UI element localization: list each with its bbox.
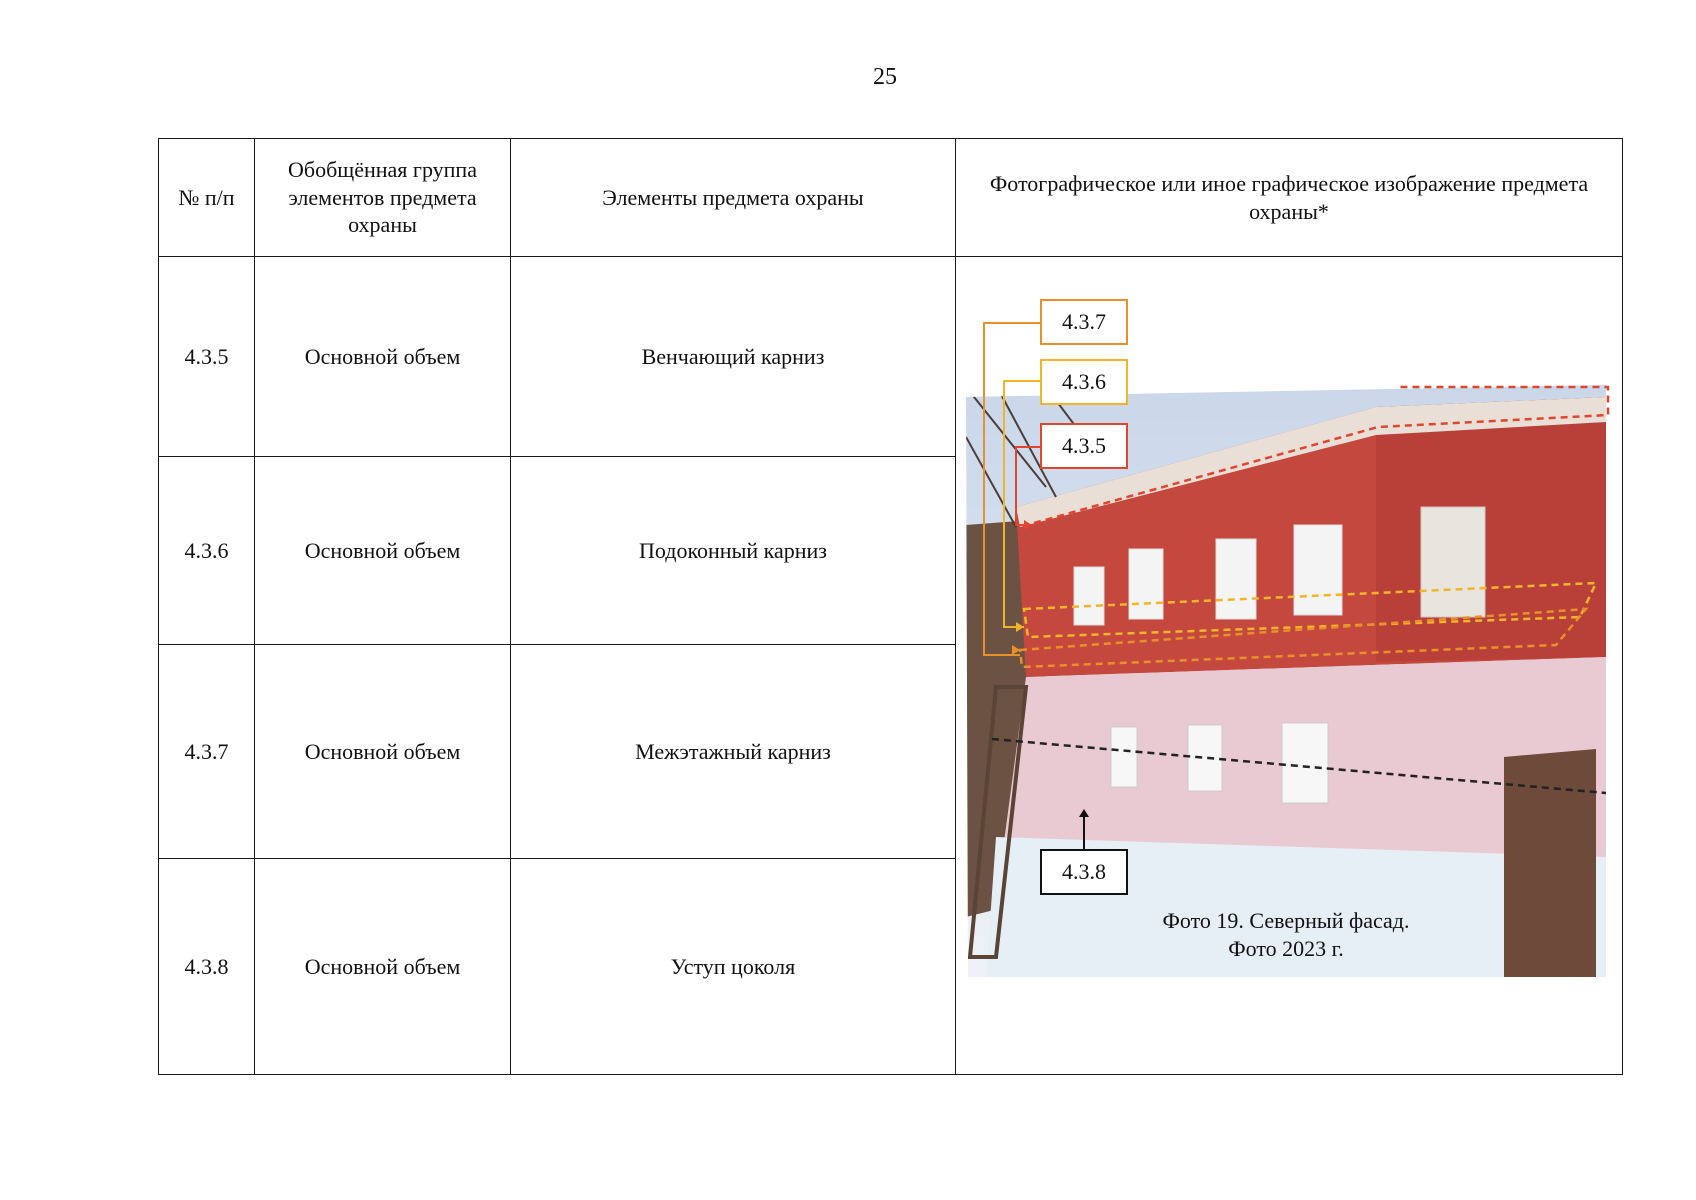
- row-num: 4.3.8: [158, 858, 255, 1075]
- header-image: Фотографическое или иное графическое изо…: [955, 138, 1623, 257]
- row-group: Основной объем: [254, 858, 511, 1075]
- image-cell: 4.3.7 4.3.6 4.3.5 4.3.8 Фото 19. Северны…: [955, 256, 1623, 1075]
- row-group: Основной объем: [254, 456, 511, 645]
- facade-figure: 4.3.7 4.3.6 4.3.5 4.3.8 Фото 19. Северны…: [956, 257, 1623, 1075]
- row-element: Уступ цоколя: [510, 858, 956, 1075]
- header-num: № п/п: [158, 138, 255, 257]
- header-elements: Элементы предмета охраны: [510, 138, 956, 257]
- row-group: Основной объем: [254, 644, 511, 859]
- row-num: 4.3.6: [158, 456, 255, 645]
- label-4-3-6: 4.3.6: [1040, 359, 1128, 405]
- row-element: Подоконный карниз: [510, 456, 956, 645]
- label-4-3-5: 4.3.5: [1040, 423, 1128, 469]
- table-row: 4.3.7 Основной объем Межэтажный карниз: [158, 644, 1623, 859]
- interfloor-outline: [1018, 607, 1589, 669]
- row-num: 4.3.5: [158, 256, 255, 457]
- protection-table: № п/п Обобщённая группа элементов предме…: [158, 138, 1623, 1075]
- facade-photo: [966, 322, 1610, 977]
- label-4-3-7: 4.3.7: [1040, 299, 1128, 345]
- header-group: Обобщённая группа элементов предмета охр…: [254, 138, 511, 257]
- caption-line-1: Фото 19. Северный фасад.: [1162, 908, 1410, 933]
- table-header-row: № п/п Обобщённая группа элементов предме…: [158, 138, 1623, 257]
- label-4-3-8: 4.3.8: [1040, 849, 1128, 895]
- plinth-line: [991, 737, 1607, 795]
- table-row: 4.3.6 Основной объем Подоконный карниз: [158, 456, 1623, 645]
- row-element: Венчающий карниз: [510, 256, 956, 457]
- row-num: 4.3.7: [158, 644, 255, 859]
- photo-content: [966, 385, 1606, 977]
- table-row: 4.3.5 Основной объем Венчающий карниз: [158, 256, 1623, 1075]
- cornice-outline: [1033, 385, 1610, 525]
- page-number: 25: [873, 64, 897, 90]
- photo-caption: Фото 19. Северный фасад. Фото 2023 г.: [1046, 907, 1526, 962]
- row-element: Межэтажный карниз: [510, 644, 956, 859]
- caption-line-2: Фото 2023 г.: [1228, 935, 1344, 961]
- row-group: Основной объем: [254, 256, 511, 457]
